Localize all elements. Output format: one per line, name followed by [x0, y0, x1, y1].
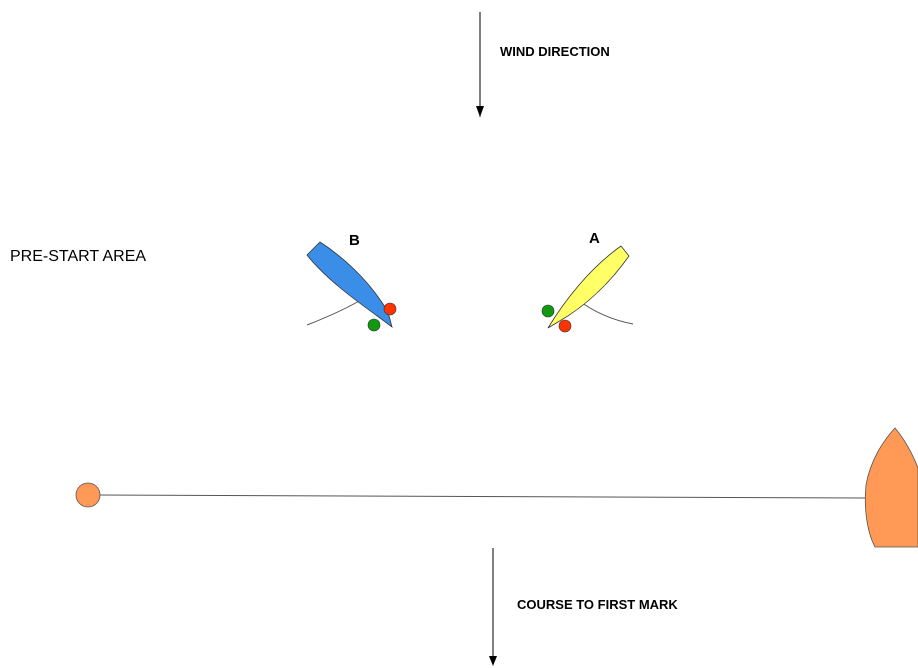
- boat-a: A: [541, 230, 634, 333]
- course-arrowhead: [489, 656, 497, 666]
- boat-b-port-light: [383, 302, 397, 316]
- boat-b-sail: [306, 297, 365, 326]
- boat-b: B: [306, 232, 397, 332]
- wind-direction-label: WIND DIRECTION: [500, 44, 610, 59]
- committee-boat: [864, 427, 918, 548]
- course-indicator: COURSE TO FIRST MARK: [489, 548, 678, 666]
- wind-arrowhead: [476, 106, 484, 117]
- wind-direction-indicator: WIND DIRECTION: [476, 12, 610, 117]
- start-line-group: [75, 427, 918, 548]
- boat-a-port-light: [558, 319, 572, 333]
- pre-start-area-label: PRE-START AREA: [10, 248, 146, 265]
- pin-end-mark: [75, 482, 101, 508]
- boat-a-sail: [577, 299, 634, 325]
- boat-b-label: B: [349, 232, 360, 249]
- boat-b-hull: [306, 241, 393, 329]
- course-to-first-mark-label: COURSE TO FIRST MARK: [517, 597, 678, 612]
- boat-a-starboard-light: [541, 304, 555, 318]
- start-line: [99, 494, 867, 499]
- boat-b-starboard-light: [367, 318, 381, 332]
- boat-a-hull: [547, 245, 630, 329]
- boat-a-label: A: [589, 230, 600, 247]
